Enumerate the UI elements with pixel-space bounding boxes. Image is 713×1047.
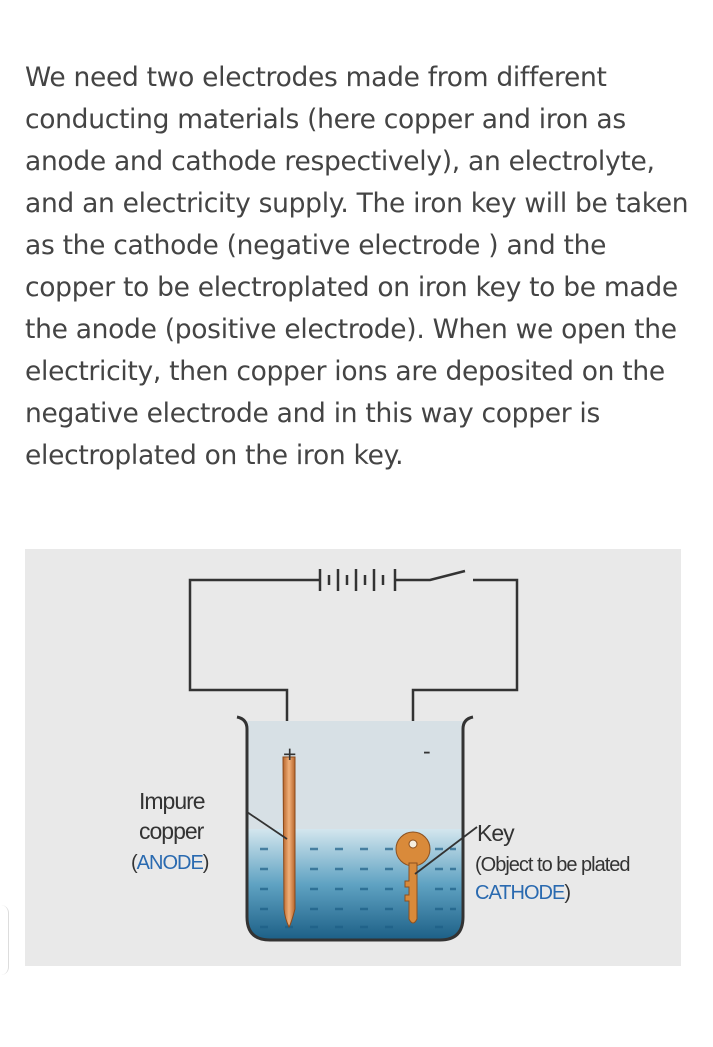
minus-sign: -: [423, 738, 430, 764]
battery-icon: [318, 569, 397, 591]
electroplating-diagram: + - Impure copper (ANODE) Key (Object to…: [25, 549, 681, 966]
side-panel-edge: [0, 905, 9, 975]
anode-label-line2: copper: [139, 818, 205, 844]
electrolyte: [247, 829, 463, 940]
key-cathode: [395, 831, 431, 924]
cathode-term: CATHODE): [475, 882, 570, 904]
anode-label-line1: Impure: [139, 788, 205, 814]
cathode-label-line1: Key: [477, 820, 515, 846]
diagram-svg: + - Impure copper (ANODE) Key (Object to…: [131, 569, 631, 942]
leader-lines: [246, 811, 478, 875]
plus-sign: +: [283, 741, 296, 767]
beaker-outline: [236, 715, 474, 942]
copper-anode: [282, 756, 296, 928]
cathode-label-line2: (Object to be plated: [475, 854, 630, 876]
beaker-air: [247, 721, 463, 829]
anode-term: (ANODE): [131, 852, 209, 874]
explanation-paragraph: We need two electrodes made from differe…: [25, 62, 689, 471]
